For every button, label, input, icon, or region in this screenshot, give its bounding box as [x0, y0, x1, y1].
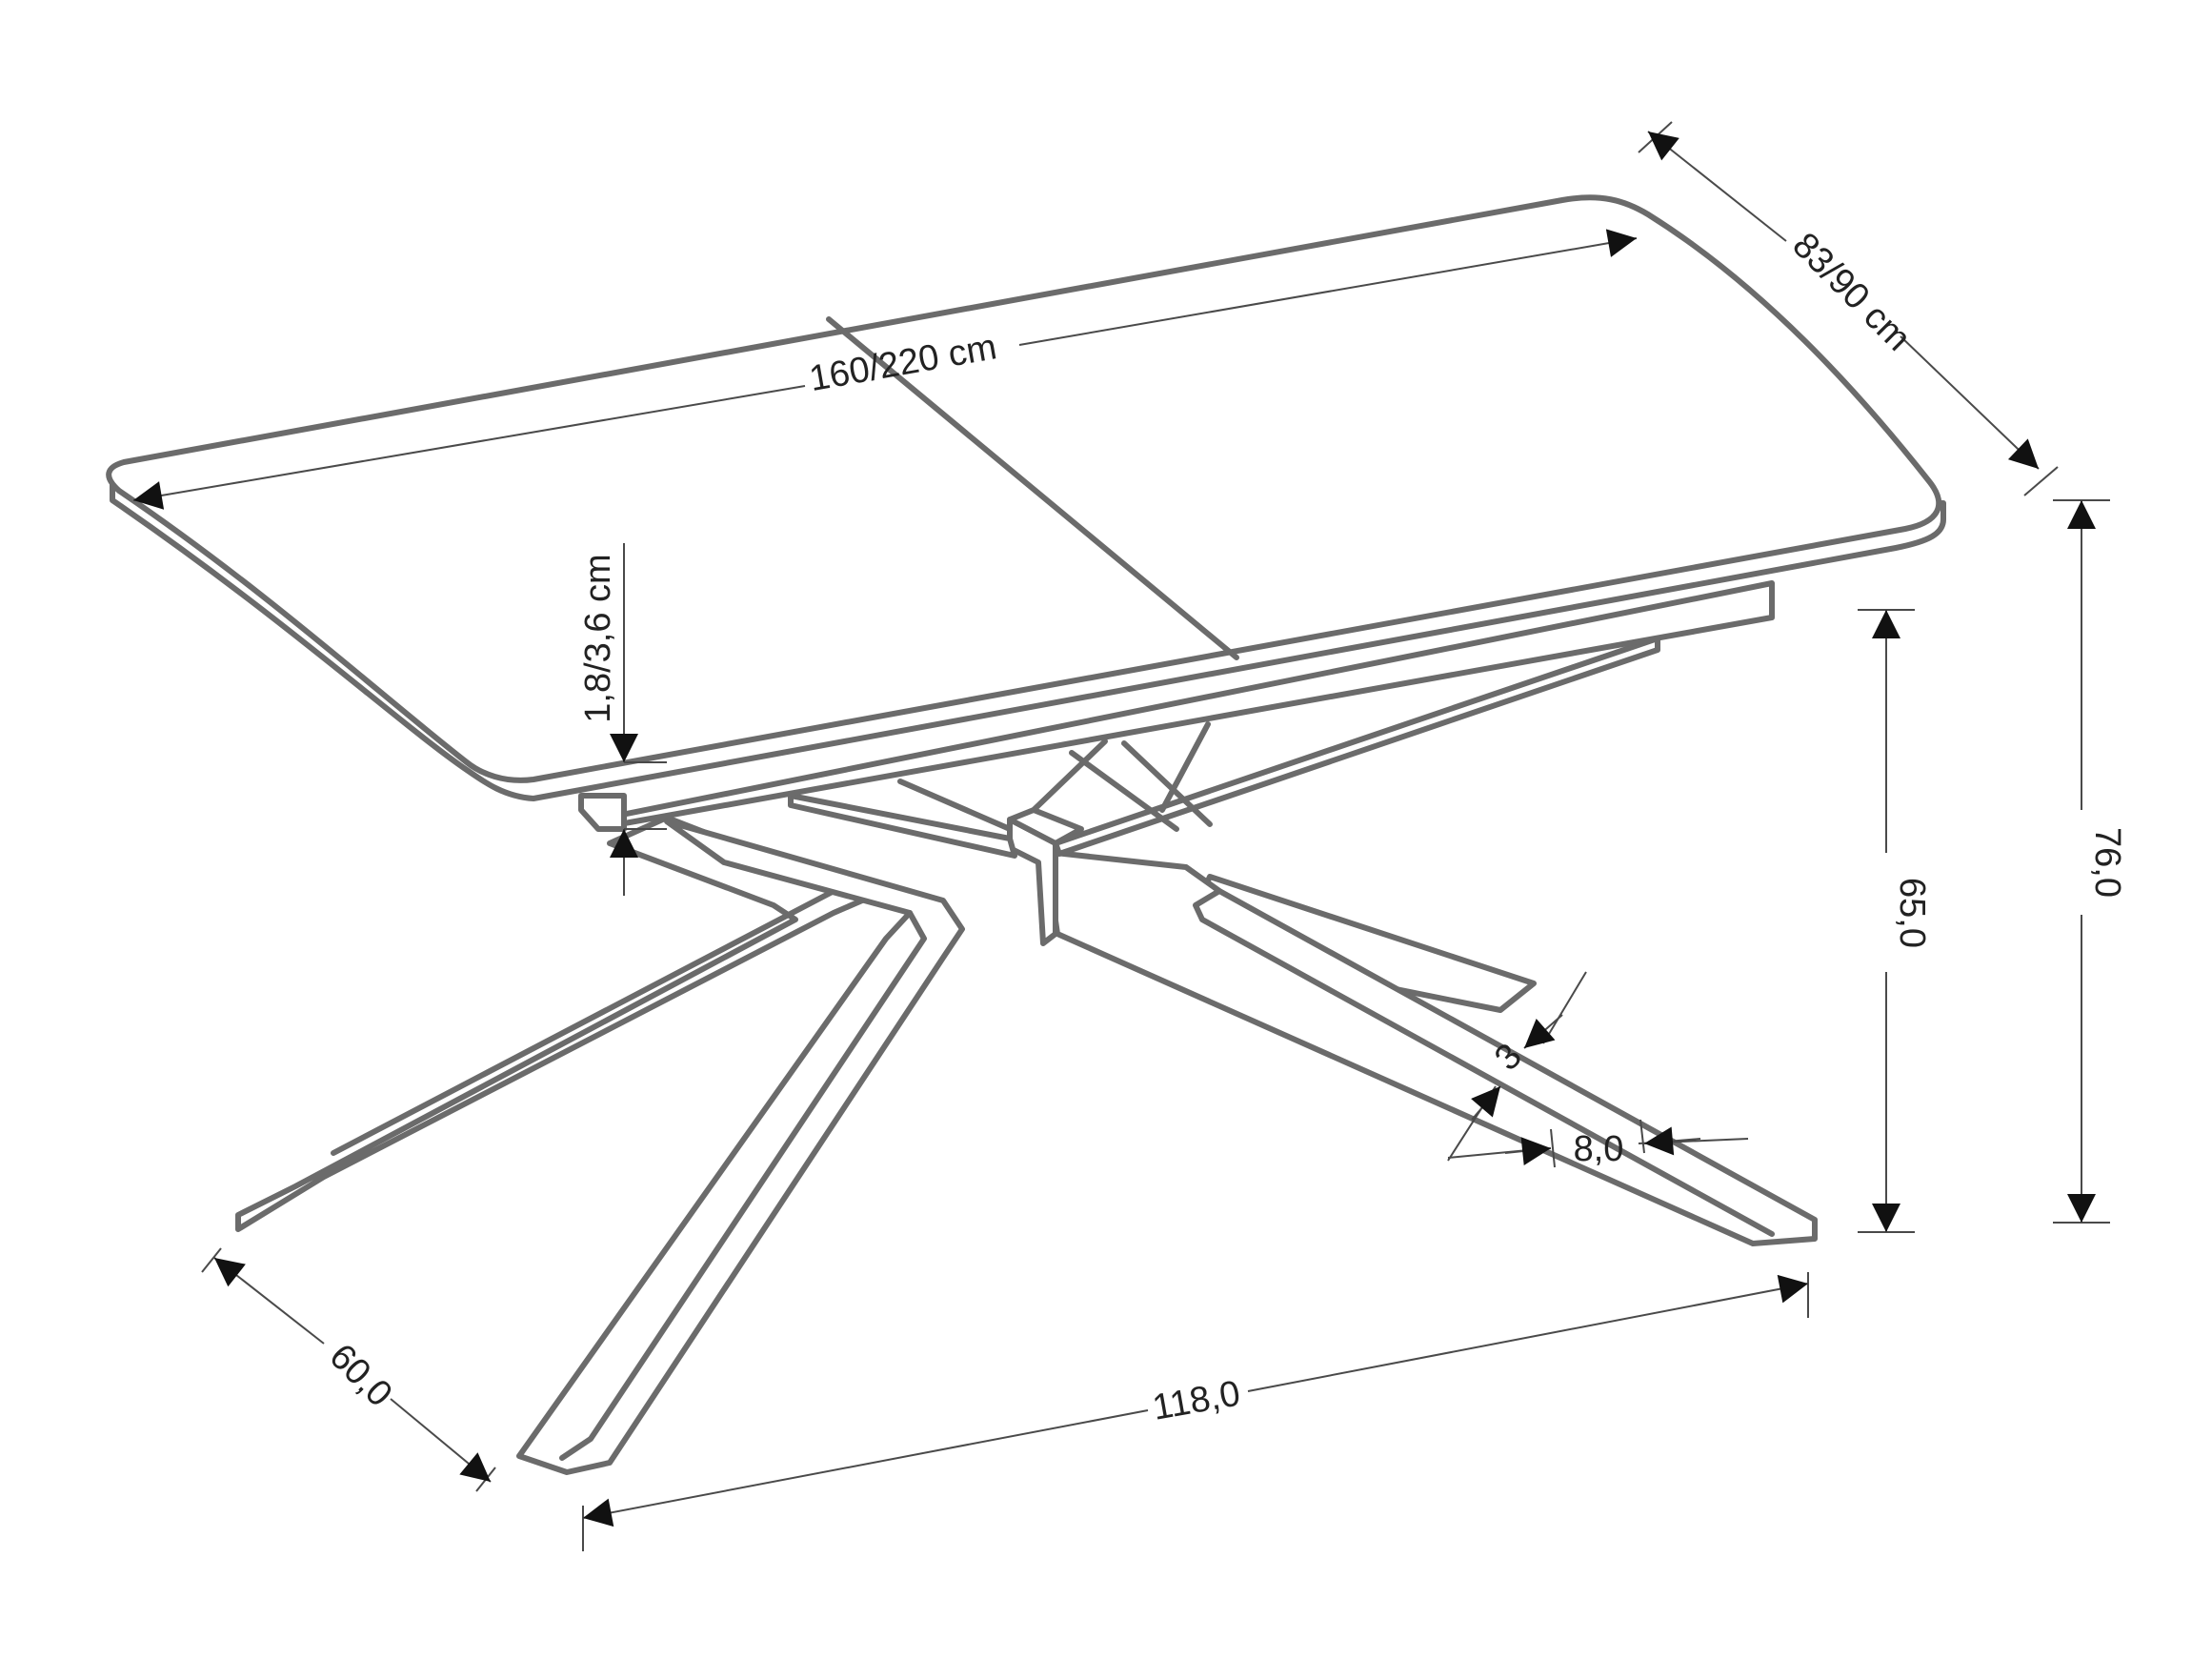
leg-front-left — [516, 819, 965, 1475]
table-base — [235, 636, 1818, 1475]
dim-base-width: 60,0 — [201, 1247, 496, 1492]
dim-leg-width: 8,0 — [1447, 1119, 1749, 1169]
hub-top — [1007, 807, 1084, 846]
tabletop-surface — [106, 194, 1942, 783]
label-leg-width: 8,0 — [1574, 1129, 1624, 1169]
extension-seam — [826, 316, 1239, 660]
dim-total-height: 76,0 — [2053, 499, 2127, 1224]
table-top — [106, 194, 1946, 832]
dim-base-length: 118,0 — [582, 1272, 1809, 1551]
label-inner-height: 65,0 — [1892, 878, 1932, 948]
label-base-width: 60,0 — [321, 1337, 399, 1415]
dim-inner-height: 65,0 — [1858, 609, 1932, 1233]
rail-right — [1053, 636, 1660, 857]
label-total-height: 76,0 — [2087, 827, 2127, 898]
rail-left — [788, 793, 1017, 859]
label-top-thickness: 1,8/3,6 cm — [578, 554, 618, 722]
dim-top-thickness: 1,8/3,6 cm — [578, 543, 667, 896]
label-base-length: 118,0 — [1150, 1373, 1243, 1427]
table-frame-left — [578, 793, 627, 832]
